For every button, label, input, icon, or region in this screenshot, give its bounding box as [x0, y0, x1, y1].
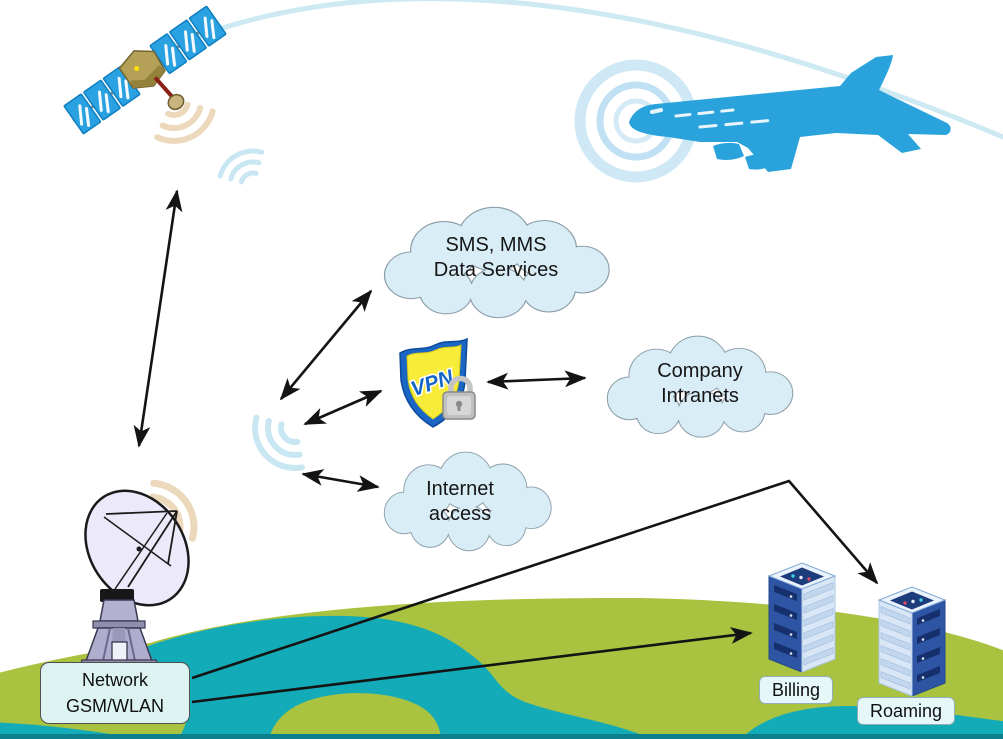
ground-signal-waves-blue — [252, 414, 305, 471]
arrow-satellite-ground — [133, 189, 183, 448]
server-roaming-icon — [878, 586, 946, 697]
network-gsm-wlan-label: Network GSM/WLAN — [40, 662, 190, 724]
arrow-vpn-company — [486, 370, 587, 390]
satellite-signal-waves-tan — [154, 101, 216, 144]
satellite-signal-waves-blue — [217, 148, 265, 185]
padlock-icon — [442, 375, 476, 420]
island-green — [269, 693, 441, 739]
cloud-sms-line1: SMS, MMS — [445, 234, 547, 256]
cloud-label-company: Company Intranets — [608, 359, 792, 409]
cloud-company-line2: Intranets — [661, 385, 739, 407]
arrow-network-billing — [191, 627, 753, 704]
roaming-label: Roaming — [857, 697, 955, 725]
connection-arrows — [133, 189, 879, 704]
billing-label: Billing — [759, 676, 833, 704]
vpn-shield-icon: VPN — [399, 337, 476, 428]
airplane-icon — [629, 55, 951, 172]
cloud-sms-line2: Data Services — [433, 259, 559, 281]
cloud-label-internet: Internet access — [375, 477, 545, 527]
earth-bottom-edge — [0, 734, 1003, 739]
arrow-network-roaming — [191, 479, 879, 680]
cloud-company-line1: Company — [657, 360, 743, 382]
network-label-line1: Network — [81, 670, 148, 690]
server-billing-icon — [768, 562, 836, 673]
cloud-label-sms: SMS, MMS Data Services — [390, 233, 602, 283]
cloud-internet-line2: access — [428, 503, 492, 525]
arrow-hub-vpn — [303, 389, 383, 426]
network-label-line2: GSM/WLAN — [65, 696, 164, 716]
satellite-icon — [63, 5, 227, 135]
arrow-hub-sms — [279, 289, 373, 401]
cloud-internet-line1: Internet — [426, 478, 494, 500]
arrow-hub-internet — [301, 469, 380, 492]
